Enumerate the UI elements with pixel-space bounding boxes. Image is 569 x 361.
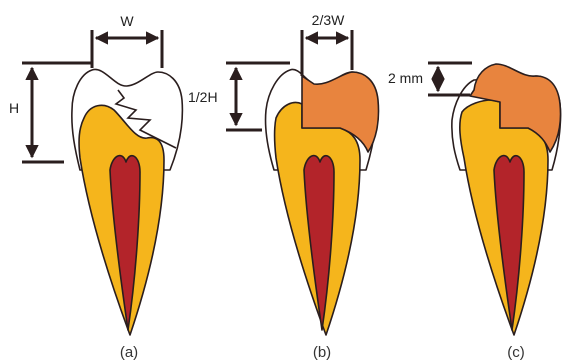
dim-label-h: H (9, 100, 19, 116)
panel-b: 2/3W 1/2H (b) (188, 12, 379, 361)
caption-b: (b) (313, 344, 331, 361)
dim-label-w: W (120, 13, 134, 29)
dim-label-23w: 2/3W (312, 12, 345, 28)
dim-label-half-h: 1/2H (188, 89, 218, 105)
panel-a: W H (a) (9, 13, 182, 361)
caption-c: (c) (507, 344, 525, 361)
caption-a: (a) (120, 344, 138, 361)
panel-c: 2 mm (c) (388, 63, 561, 361)
dim-label-2mm: 2 mm (388, 70, 423, 86)
